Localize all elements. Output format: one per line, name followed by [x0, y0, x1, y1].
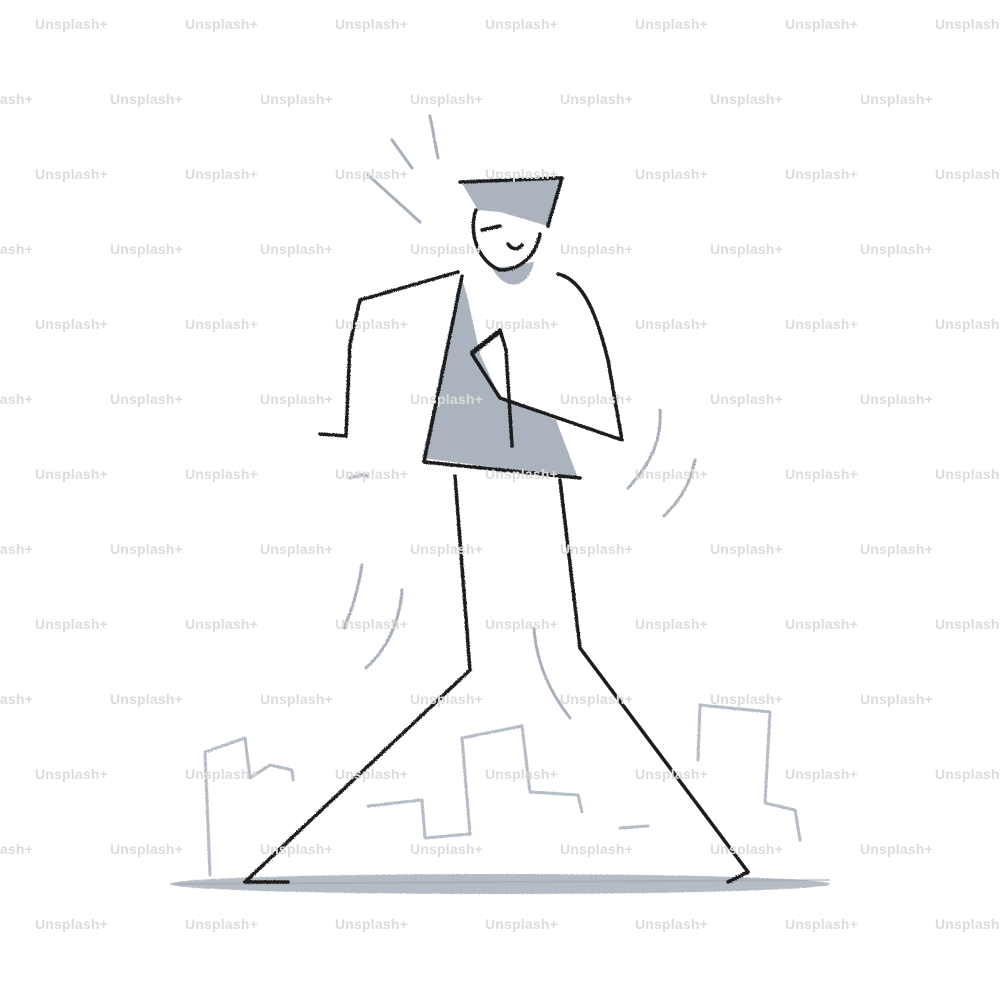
right-leg: [558, 478, 750, 884]
figure-outline: [243, 176, 750, 884]
ground-shadow: [170, 874, 831, 894]
figure-fill: [422, 178, 578, 478]
hair-outline: [458, 176, 564, 228]
back-arm: [318, 270, 460, 438]
face-smile: [506, 242, 524, 251]
torso-right: [498, 272, 624, 442]
face-eye: [480, 224, 502, 232]
coffee-cup: [470, 328, 514, 448]
torso-left: [422, 274, 582, 480]
left-leg: [243, 474, 472, 884]
city-skyline: [203, 703, 802, 877]
head-outline: [471, 208, 542, 272]
motion-lines: [342, 114, 697, 720]
